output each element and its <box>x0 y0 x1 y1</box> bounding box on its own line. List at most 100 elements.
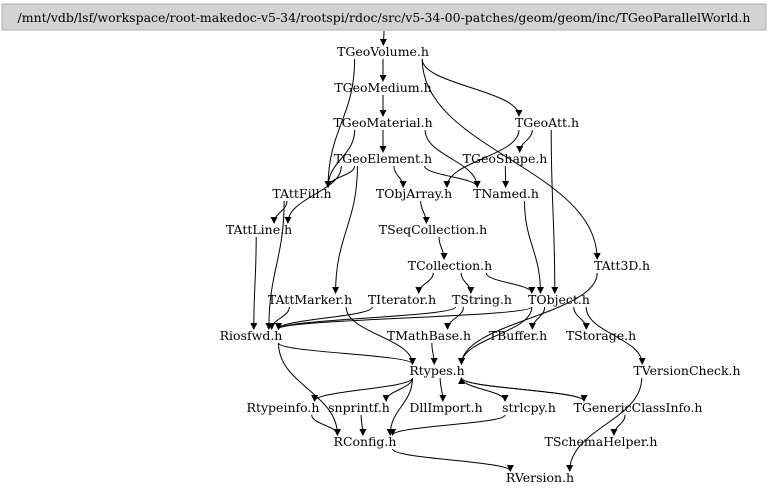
edge-tgeoelement-to-tattline <box>284 165 342 224</box>
node-tattline[interactable]: TAttLine.h <box>226 222 292 237</box>
node-label: RVersion.h <box>506 470 574 485</box>
node-label: TAtt3D.h <box>594 258 650 273</box>
node-strlcpy[interactable]: strlcpy.h <box>502 400 556 415</box>
edge-tgeoelement-to-tobjarray <box>393 165 407 188</box>
node-rtypeinfo[interactable]: Rtypeinfo.h <box>247 400 320 415</box>
edge-tgeovolume-to-tatt3d <box>421 58 601 260</box>
edge-layer <box>250 30 646 472</box>
node-label: Riosfwd.h <box>220 328 283 343</box>
edge-tgeovolume-to-tattfill <box>324 58 356 188</box>
node-tbuffer[interactable]: TBuffer.h <box>489 328 547 343</box>
node-snprintf[interactable]: snprintf.h <box>328 400 390 415</box>
node-label: TGeoElement.h <box>334 151 432 166</box>
node-label: TGeoAtt.h <box>515 115 579 130</box>
edge-rtypeinfo-to-rconfig <box>311 414 341 436</box>
edge-tseqcollection-to-tcollection <box>438 236 448 260</box>
node-tobject[interactable]: TObject.h <box>528 292 590 307</box>
node-tgeovolume[interactable]: TGeoVolume.h <box>337 44 429 59</box>
node-tnamed[interactable]: TNamed.h <box>473 186 539 201</box>
node-label: TObject.h <box>528 292 590 307</box>
edge-tcollection-to-titerator <box>415 272 434 294</box>
edge-riosfwd-to-rconfig <box>277 342 341 436</box>
node-riosfwd[interactable]: Riosfwd.h <box>220 328 283 343</box>
node-label: Rtypeinfo.h <box>247 400 320 415</box>
root-node-box <box>1 3 767 31</box>
node-tgeoelement[interactable]: TGeoElement.h <box>334 151 432 166</box>
edge-tstring-to-tmathbase <box>444 306 464 330</box>
node-label: TGenericClassInfo.h <box>574 400 703 415</box>
node-tmathbase[interactable]: TMathBase.h <box>387 328 471 343</box>
edge-tgeomaterial-to-tnamed <box>424 129 481 188</box>
edge-riosfwd-to-rtypes <box>277 342 416 365</box>
edge-tgeomaterial-to-tattfill <box>324 129 356 188</box>
node-tgeomaterial[interactable]: TGeoMaterial.h <box>333 115 432 130</box>
edge-strlcpy-to-rconfig <box>389 414 506 436</box>
root-node[interactable]: /mnt/vdb/lsf/workspace/root-makedoc-v5-3… <box>1 3 767 31</box>
edge-rconfig-to-rversion <box>392 448 514 472</box>
edge-tmathbase-to-rtypes <box>430 342 438 365</box>
node-tgeomedium[interactable]: TGeoMedium.h <box>334 80 431 95</box>
node-label: TNamed.h <box>473 186 539 201</box>
node-label: TGeoShape.h <box>463 151 548 166</box>
edge-tgeoatt-to-tobject <box>550 129 559 294</box>
edge-tgeoelement-to-tnamed <box>424 165 481 188</box>
node-label: TStorage.h <box>566 328 636 343</box>
node-tcollection[interactable]: TCollection.h <box>408 258 492 273</box>
node-titerator[interactable]: TIterator.h <box>368 292 436 307</box>
node-label: snprintf.h <box>328 400 390 415</box>
edge-tgeoatt-to-tobjarray <box>443 129 520 188</box>
edge-tgeoatt-to-tgeoshape <box>516 129 533 153</box>
node-label: TAttMarker.h <box>268 292 352 307</box>
node-tgeoatt[interactable]: TGeoAtt.h <box>515 115 579 130</box>
edge-tobject-to-tbuffer <box>528 306 546 330</box>
node-rconfig[interactable]: RConfig.h <box>334 434 397 449</box>
edge-tgeovolume-to-tgeoatt <box>421 58 523 117</box>
node-label: TIterator.h <box>368 292 436 307</box>
node-label: RConfig.h <box>334 434 397 449</box>
node-tattfill[interactable]: TAttFill.h <box>272 186 331 201</box>
edge-tgeoelement-to-tattmarker <box>332 165 358 294</box>
node-tgeoshape[interactable]: TGeoShape.h <box>463 151 548 166</box>
node-rtypes[interactable]: Rtypes.h <box>409 363 464 378</box>
edge-tgenericclassinfo-to-rtypes <box>458 377 585 402</box>
edge-rtypes-to-rtypeinfo <box>311 377 413 402</box>
node-label: TGeoVolume.h <box>337 44 429 59</box>
node-label: TString.h <box>452 292 512 307</box>
edge-rtypes-to-dllimport <box>439 377 447 402</box>
node-tversioncheck[interactable]: TVersionCheck.h <box>633 363 740 378</box>
edge-tobject-to-riosfwd <box>275 306 533 330</box>
node-tschemahelper[interactable]: TSchemaHelper.h <box>545 434 658 449</box>
node-label: TAttLine.h <box>226 222 292 237</box>
node-tatt3d[interactable]: TAtt3D.h <box>594 258 650 273</box>
edge-tattline-to-riosfwd <box>250 236 258 330</box>
node-label: TAttFill.h <box>272 186 331 201</box>
edge-snprintf-to-rconfig <box>359 414 367 436</box>
node-label: TGeoMedium.h <box>334 80 431 95</box>
edge-rtypes-to-snprintf <box>382 377 413 402</box>
node-tattmarker[interactable]: TAttMarker.h <box>268 292 352 307</box>
edge-tobject-to-rtypes <box>458 306 533 365</box>
edge-rtypes-to-rconfig <box>386 377 413 436</box>
node-label: strlcpy.h <box>502 400 556 415</box>
edge-tcollection-to-tobject <box>485 272 536 294</box>
node-rversion[interactable]: RVersion.h <box>506 470 574 485</box>
node-tstring[interactable]: TString.h <box>452 292 512 307</box>
edge-titerator-to-riosfwd <box>275 306 373 330</box>
node-tobjarray[interactable]: TObjArray.h <box>376 186 452 201</box>
node-label: TBuffer.h <box>489 328 547 343</box>
node-label: TObjArray.h <box>376 186 452 201</box>
root-node-label: /mnt/vdb/lsf/workspace/root-makedoc-v5-3… <box>18 10 751 25</box>
node-label: TSeqCollection.h <box>379 222 487 237</box>
node-label: TVersionCheck.h <box>633 363 740 378</box>
node-dllimport[interactable]: DllImport.h <box>409 400 482 415</box>
edge-tobject-to-tstorage <box>573 306 590 330</box>
edge-tcollection-to-tstring <box>460 272 475 294</box>
edge-tversioncheck-to-rversion <box>566 377 643 472</box>
node-tgenericclassinfo[interactable]: TGenericClassInfo.h <box>574 400 703 415</box>
node-tstorage[interactable]: TStorage.h <box>566 328 636 343</box>
node-label: TGeoMaterial.h <box>333 115 432 130</box>
node-tseqcollection[interactable]: TSeqCollection.h <box>379 222 487 237</box>
node-label: TSchemaHelper.h <box>545 434 658 449</box>
